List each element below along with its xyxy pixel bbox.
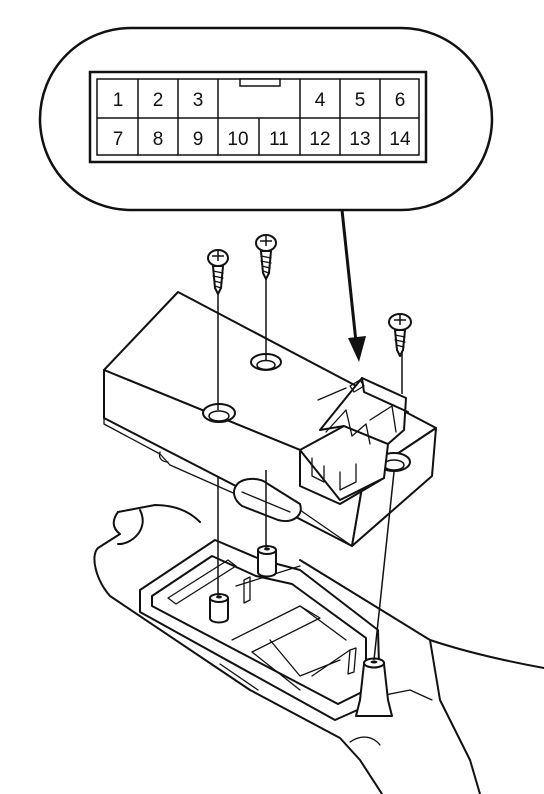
pin-label: 11 xyxy=(269,129,289,150)
mounting-boss-left xyxy=(209,593,229,624)
pin-label: 7 xyxy=(113,129,124,150)
screw-left xyxy=(207,249,229,295)
pin-label: 14 xyxy=(389,129,411,150)
connector-housing xyxy=(299,377,409,505)
mounting-boss-center xyxy=(257,545,277,578)
callout-arrow xyxy=(340,209,366,362)
mounting-boss-right xyxy=(355,657,393,717)
connector-callout: 1 2 3 4 5 6 7 8 9 10 11 12 13 14 xyxy=(38,26,494,212)
pin-label: 12 xyxy=(309,129,330,150)
connector-face xyxy=(88,70,428,164)
screw-right xyxy=(388,313,412,357)
pin-label: 1 xyxy=(113,90,124,111)
pin-label: 2 xyxy=(153,90,164,111)
screw-center xyxy=(255,234,277,280)
pin-label: 8 xyxy=(153,129,164,150)
pin-label: 13 xyxy=(349,129,370,150)
pin-label: 5 xyxy=(355,90,366,111)
pin-label: 4 xyxy=(315,90,326,111)
connector-lock-tab xyxy=(239,78,281,87)
pin-label: 10 xyxy=(227,129,248,150)
pin-label: 6 xyxy=(395,90,406,111)
pin-label: 9 xyxy=(193,129,204,150)
console-base xyxy=(93,504,544,794)
pin-label: 3 xyxy=(193,90,204,111)
